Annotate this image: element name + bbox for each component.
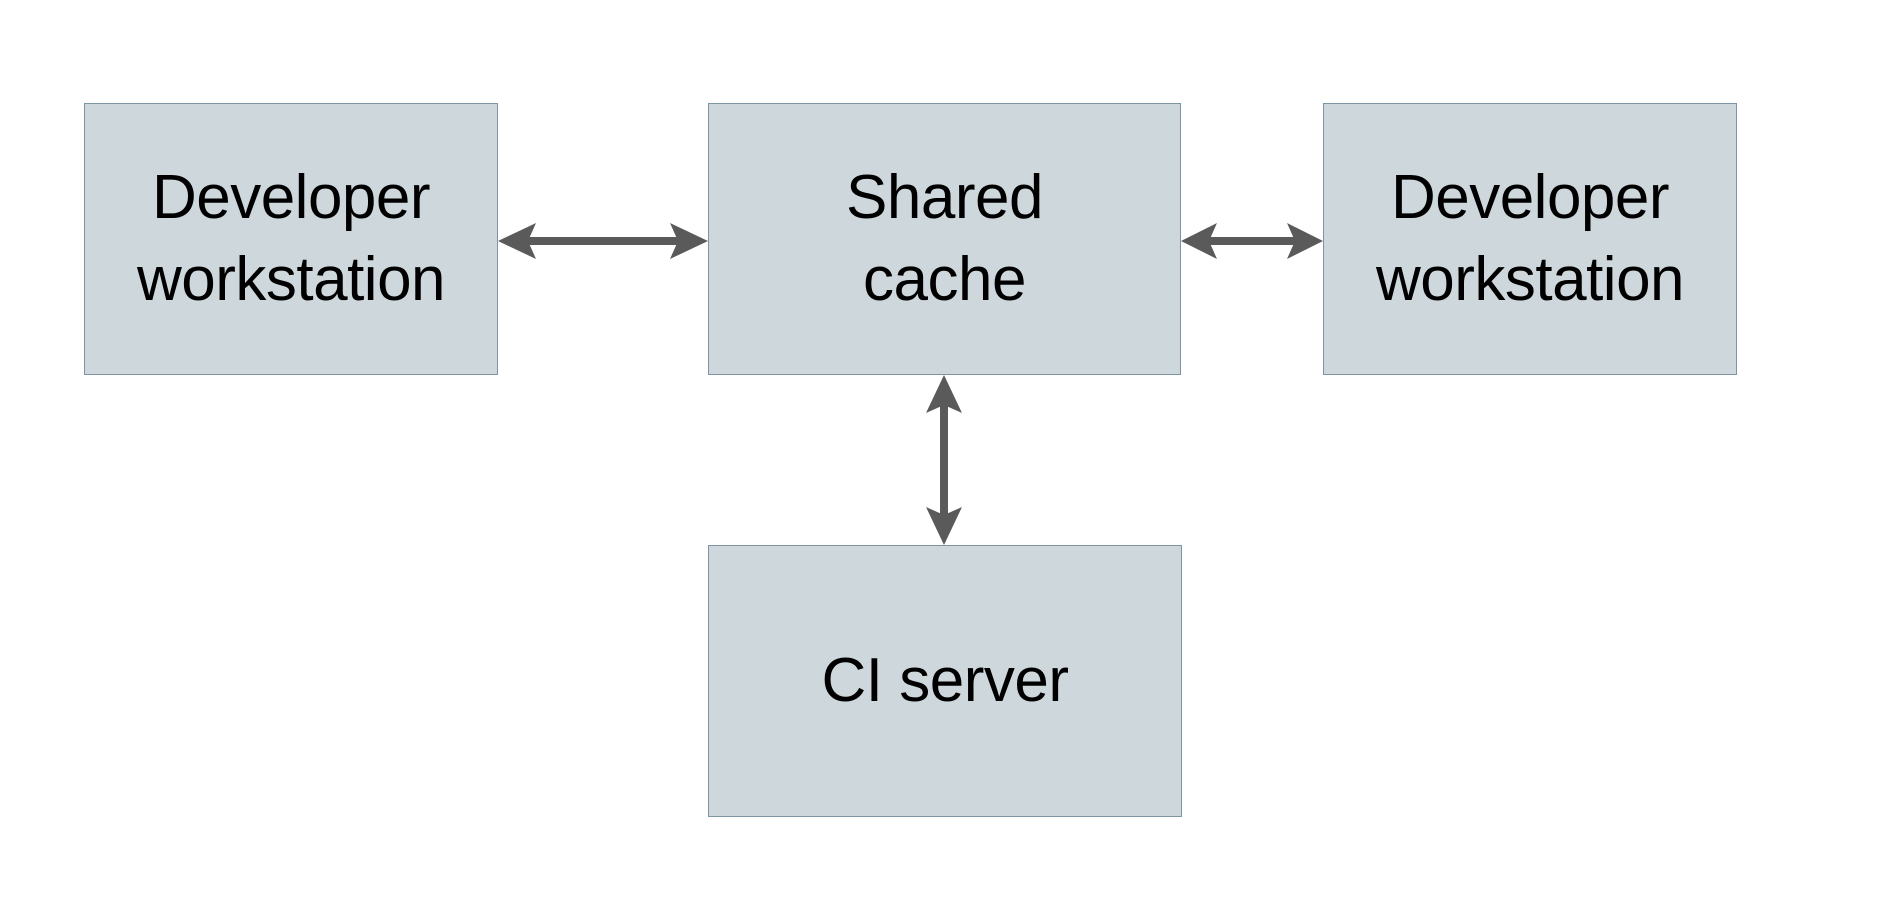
node-developer-workstation-right[interactable]: Developer workstation (1323, 103, 1737, 375)
double-headed-arrow-icon (498, 223, 708, 259)
node-ci-server[interactable]: CI server (708, 545, 1182, 817)
double-headed-arrow-icon (926, 375, 962, 545)
double-headed-arrow-icon (1181, 223, 1323, 259)
node-developer-workstation-left[interactable]: Developer workstation (84, 103, 498, 375)
node-label: CI server (821, 646, 1069, 716)
connector-cache-to-right-workstation[interactable] (1181, 206, 1323, 276)
node-shared-cache[interactable]: Shared cache (708, 103, 1181, 375)
node-label: Developer workstation (1375, 163, 1685, 314)
node-label: Developer workstation (136, 163, 446, 314)
connector-cache-to-ci-server[interactable] (909, 375, 979, 545)
node-label: Shared cache (846, 163, 1043, 314)
connector-left-workstation-to-cache[interactable] (498, 206, 708, 276)
